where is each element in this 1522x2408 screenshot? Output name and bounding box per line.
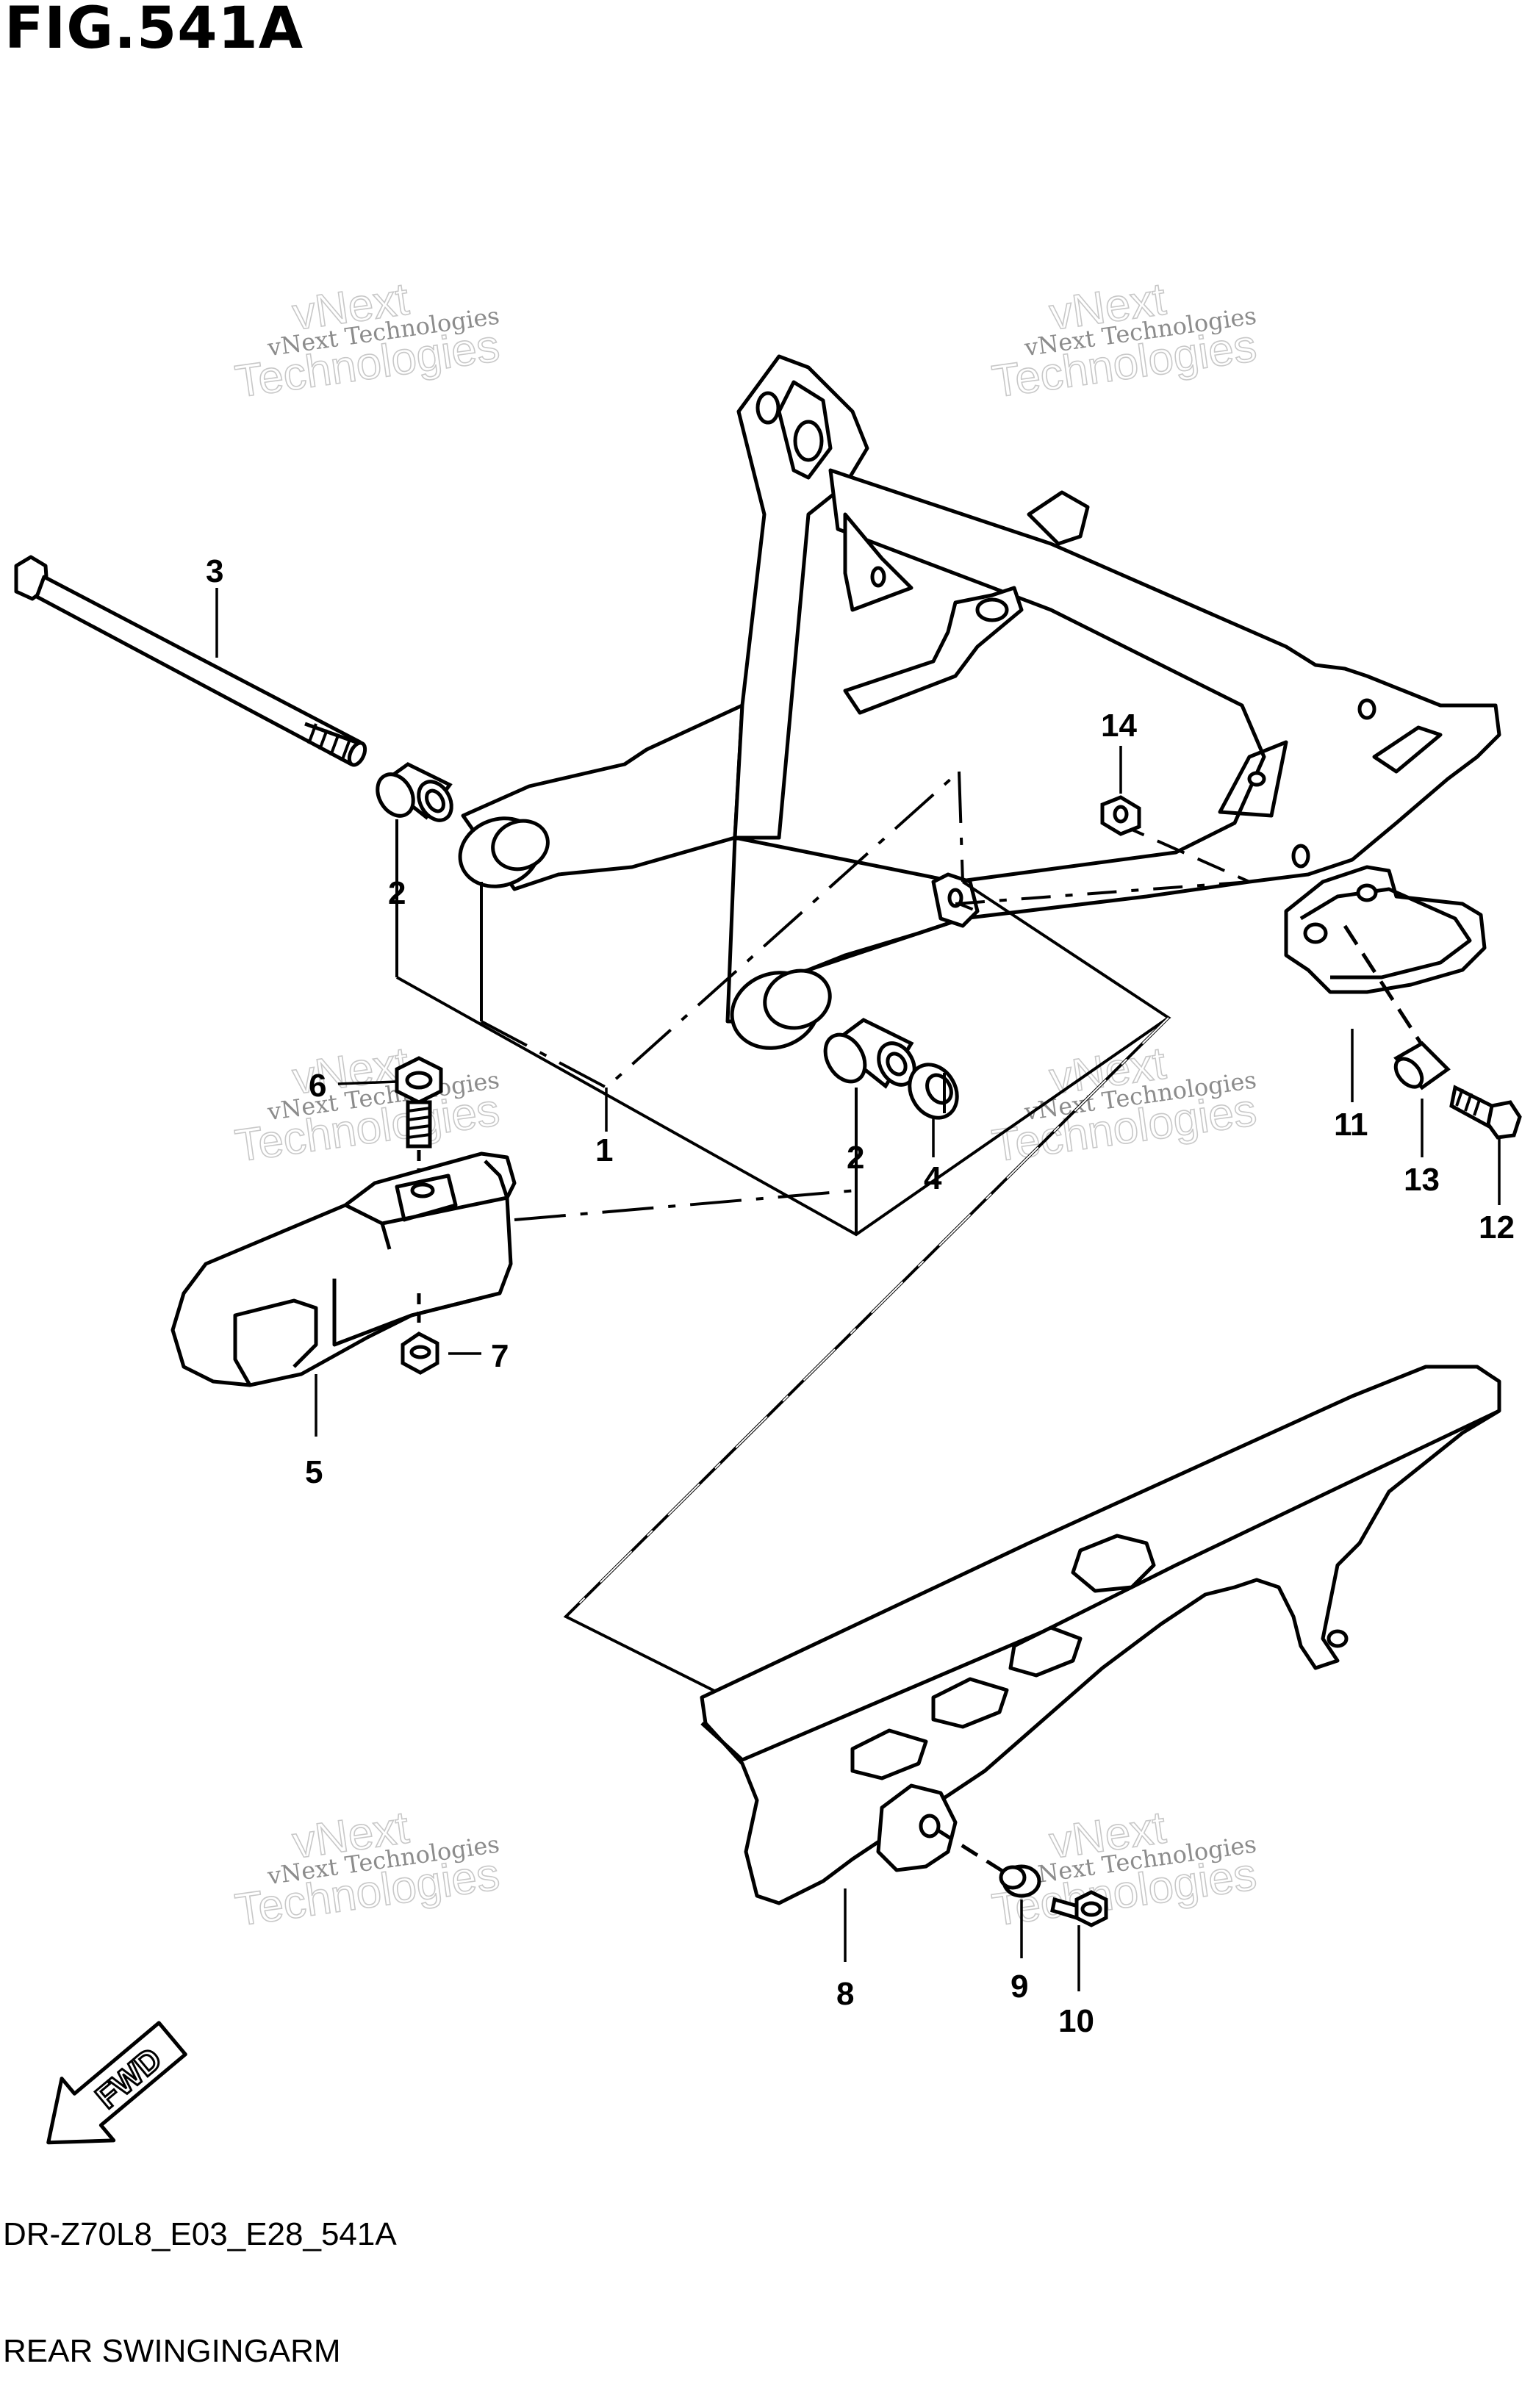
fwd-arrow: FWD — [46, 2021, 187, 2145]
callout-13: 13 — [1404, 1162, 1440, 1198]
figure-title: FIG.541A — [4, 0, 304, 62]
callout-11: 11 — [1334, 1107, 1368, 1143]
bushing-right — [823, 1018, 916, 1089]
callout-2: 2 — [388, 875, 406, 911]
nut — [1100, 795, 1141, 836]
callout-2: 2 — [847, 1140, 864, 1176]
chain-guide-bracket — [1284, 865, 1487, 1052]
callout-3: 3 — [206, 553, 223, 589]
callout-4: 4 — [924, 1160, 942, 1196]
callout-9: 9 — [1011, 1969, 1028, 2005]
collar — [1393, 1041, 1451, 1090]
assembly-lines — [395, 770, 1250, 1706]
callout-5: 5 — [305, 1454, 323, 1490]
grommet — [936, 1827, 1041, 1898]
leader-lines — [215, 588, 1501, 1991]
diagram-code: DR-Z70L8_E03_E28_541A — [3, 2216, 397, 2252]
flange-nut — [401, 1293, 439, 1375]
chain-case — [700, 1365, 1501, 1905]
callout-12: 12 — [1479, 1210, 1515, 1246]
chain-slider — [170, 1151, 517, 1387]
callout-7: 7 — [491, 1338, 509, 1374]
section-title: REAR SWINGINGARM — [3, 2333, 341, 2369]
screw — [1449, 1085, 1522, 1140]
callout-6: 6 — [309, 1068, 326, 1104]
bushing-left — [376, 762, 453, 822]
callout-14: 14 — [1101, 708, 1137, 744]
callout-labels: 3 2 1 2 4 14 11 13 12 6 7 5 8 9 10 — [206, 553, 1515, 2039]
callout-1: 1 — [595, 1132, 613, 1168]
case-bolt — [1050, 1890, 1108, 1927]
callout-8: 8 — [836, 1976, 854, 2012]
bolt — [395, 1056, 443, 1183]
callout-10: 10 — [1058, 2003, 1094, 2039]
pivot-bolt — [14, 555, 367, 767]
